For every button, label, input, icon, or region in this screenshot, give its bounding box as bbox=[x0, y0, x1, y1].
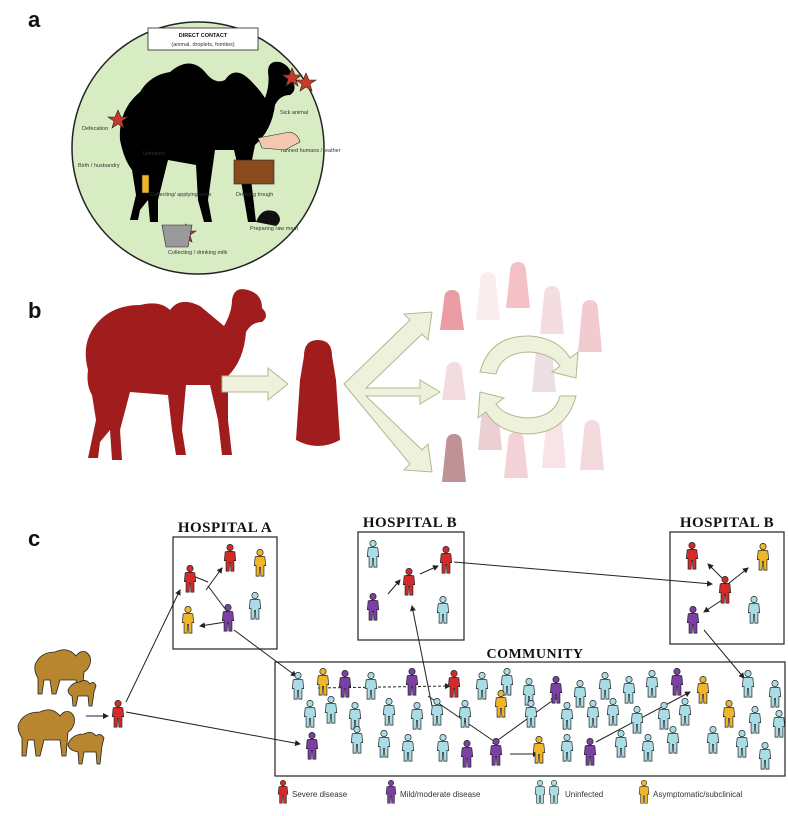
person-faded-7 bbox=[578, 300, 602, 352]
milk-bucket-icon bbox=[162, 225, 192, 247]
legend-mild-icon bbox=[386, 780, 396, 803]
hospital-b2-title: HOSPITAL B bbox=[680, 515, 774, 531]
panel-a-circle: DIRECT CONTACT (animal, droplets, fomite… bbox=[72, 22, 341, 274]
label-defecation: Defecation bbox=[82, 126, 108, 132]
camel-silhouette-red bbox=[86, 289, 266, 460]
arrow-camel-to-human bbox=[222, 368, 288, 400]
panel-b bbox=[86, 262, 604, 482]
label-collecting-urine: Collecting/ applying urine bbox=[150, 192, 211, 198]
person-faded-2 bbox=[442, 362, 466, 400]
label-collecting-milk: Collecting / drinking milk bbox=[168, 250, 228, 256]
legend-asymptomatic-label: Asymptomatic/subclinical bbox=[653, 790, 743, 799]
hospital-a-title: HOSPITAL A bbox=[178, 520, 272, 536]
camel-tan-4 bbox=[68, 732, 104, 764]
camel-tan-2 bbox=[68, 680, 96, 706]
person-robed-red bbox=[296, 340, 340, 446]
person-figure bbox=[112, 700, 123, 727]
arrow-fanout bbox=[344, 312, 440, 472]
label-urination: Urination bbox=[143, 151, 165, 157]
tan-camel-herd bbox=[18, 650, 104, 764]
legend-uninfected-label: Uninfected bbox=[565, 790, 603, 799]
label-sick-animal: Sick animal bbox=[280, 110, 308, 116]
direct-contact-subtitle: (animal, droplets, fomites) bbox=[171, 42, 234, 48]
person-faded-1 bbox=[440, 290, 464, 330]
label-drinking-trough: Drinking trough bbox=[236, 192, 273, 198]
legend-severe-icon bbox=[278, 780, 288, 803]
camel-tan-3 bbox=[18, 710, 75, 756]
person-faded-9 bbox=[504, 432, 528, 478]
legend: Severe disease Mild/moderate disease Uni… bbox=[278, 780, 742, 803]
hospital-b-title: HOSPITAL B bbox=[363, 515, 457, 531]
community-title: COMMUNITY bbox=[486, 647, 583, 662]
panel-c-letter: c bbox=[28, 526, 40, 551]
legend-uninfected-icon-1 bbox=[535, 780, 545, 803]
person-faded-6 bbox=[540, 286, 564, 334]
legend-uninfected-icon-2 bbox=[549, 780, 559, 803]
trough-icon bbox=[234, 160, 274, 184]
label-tanned: Tanned humans / leather bbox=[280, 148, 341, 154]
person-faded-11 bbox=[580, 420, 604, 470]
cycle-arrow-top bbox=[480, 336, 578, 378]
panel-a-letter: a bbox=[28, 7, 41, 32]
label-birth: Birth / husbandry bbox=[78, 163, 120, 169]
label-raw-meat: Preparing raw meat bbox=[250, 226, 298, 232]
panel-b-letter: b bbox=[28, 298, 41, 323]
direct-contact-title: DIRECT CONTACT bbox=[179, 33, 228, 39]
person-faded-5 bbox=[506, 262, 530, 308]
person-faded-3 bbox=[442, 434, 466, 482]
legend-severe-label: Severe disease bbox=[292, 790, 348, 799]
legend-mild-label: Mild/moderate disease bbox=[400, 790, 481, 799]
legend-asymptomatic-icon bbox=[639, 780, 649, 803]
person-faded-4 bbox=[476, 272, 500, 320]
urine-bottle-icon bbox=[142, 175, 149, 193]
